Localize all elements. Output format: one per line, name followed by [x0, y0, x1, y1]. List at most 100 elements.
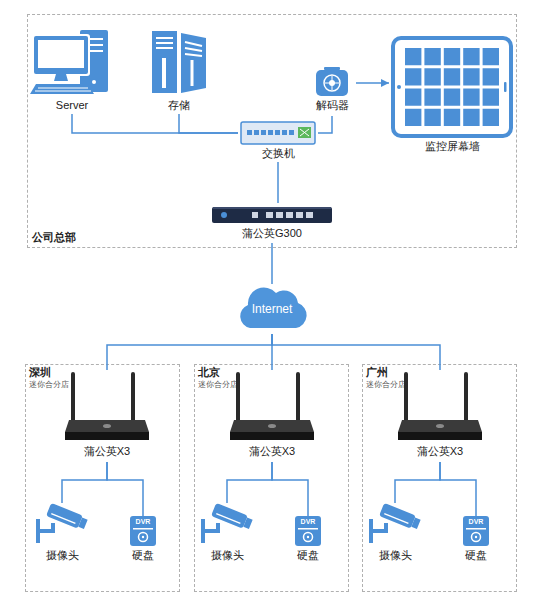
disk-body: [463, 516, 489, 546]
camera-body: [46, 503, 83, 529]
monitor-stand: [54, 74, 68, 81]
router-front: [230, 432, 314, 440]
router-port: [276, 212, 283, 218]
decoder-tab: [324, 67, 340, 70]
network-link: [356, 82, 389, 84]
disk-line: [298, 528, 318, 530]
switch-port: [247, 130, 252, 135]
storage-unit: [181, 33, 206, 93]
camera-arm: [384, 523, 388, 533]
camera-body-group: [211, 503, 253, 531]
router-body: [212, 207, 332, 223]
group-label: 公司总部: [32, 231, 152, 244]
screen-cell: [405, 89, 421, 106]
drive-slot: [156, 47, 173, 49]
network-link: [271, 243, 273, 284]
screen-cell: [483, 68, 499, 85]
network-link: [272, 462, 308, 516]
decoder-ring: [324, 75, 340, 91]
screen-cell: [444, 109, 460, 126]
device-node: DVR 硬盘: [291, 516, 325, 562]
device-node: 蒲公英X3: [230, 370, 314, 462]
device-icon: [367, 503, 423, 547]
group-label: 深圳: [29, 366, 129, 379]
device-label: 蒲公英X3: [398, 445, 482, 458]
device-label: 交换机: [238, 147, 318, 160]
device-node: 摄像头: [367, 503, 423, 563]
camera-arm: [51, 523, 55, 533]
camera-lens: [78, 517, 87, 529]
router-logo: [221, 212, 227, 218]
device-icon: [315, 66, 349, 98]
disk-hub: [307, 536, 309, 538]
device-node: DVR硬盘: [126, 516, 160, 562]
camera-body: [379, 503, 416, 529]
device-label: Server: [30, 99, 114, 112]
device-label: 硬盘: [291, 549, 325, 562]
router-logo: [103, 424, 111, 428]
antenna: [71, 372, 75, 424]
disk-body: [130, 516, 156, 546]
screen-cell: [424, 109, 440, 126]
disk-line: [466, 528, 486, 530]
group-label: 北京: [198, 366, 298, 379]
disk-body: [295, 516, 321, 546]
disk-hub: [475, 536, 477, 538]
camera-lens: [411, 517, 420, 529]
device-icon: [65, 370, 149, 442]
group-box: 北京迷你合分店蒲公英X3摄像头DVR硬盘: [194, 364, 349, 592]
device-icon: [240, 121, 316, 145]
router-top-edge: [213, 207, 331, 209]
screen-cell: [444, 89, 460, 106]
device-label: 摄像头: [34, 549, 90, 562]
router-port: [296, 212, 303, 218]
device-node: 存储: [148, 28, 210, 114]
device-node: Server: [30, 28, 114, 114]
storage-stripe: [191, 60, 194, 86]
antenna: [296, 372, 300, 424]
camera-body-group: [379, 503, 421, 531]
device-label: 蒲公英X3: [65, 445, 149, 458]
power-led: [92, 80, 96, 84]
storage-unit: [152, 31, 177, 93]
screen-cell: [424, 89, 440, 106]
disk-platter: [139, 533, 148, 542]
screen-cell: [405, 68, 421, 85]
network-link: [271, 334, 273, 370]
device-icon: [212, 205, 332, 225]
device-label: DVR: [295, 518, 321, 526]
switch-body: [241, 122, 315, 144]
device-node: 监控屏幕墙: [389, 36, 515, 154]
antenna: [236, 372, 240, 424]
wall-frame: [393, 38, 511, 136]
network-link: [227, 462, 272, 503]
device-label: 硬盘: [126, 549, 160, 562]
device-icon: [391, 36, 513, 138]
screen-cell: [424, 48, 440, 65]
camera-stripe: [216, 514, 240, 524]
device-label: 解码器: [308, 99, 356, 112]
camera-body-group: [46, 503, 88, 531]
group-label: 迷你合分店: [198, 380, 298, 389]
router-port: [266, 212, 273, 218]
switch-indicator: [298, 127, 311, 138]
keyboard-keys: [35, 88, 91, 91]
network-link: [62, 462, 107, 503]
screen-cell: [463, 109, 479, 126]
device-node: 蒲公英X3: [65, 370, 149, 462]
router-port: [306, 212, 313, 218]
device-icon: [148, 28, 210, 96]
group-box: 广州迷你合分店蒲公英X3摄像头DVR硬盘: [362, 364, 517, 592]
router-port: [252, 212, 258, 218]
drive-slot: [156, 42, 173, 44]
screen-cell: [463, 89, 479, 106]
device-node: 摄像头: [34, 503, 90, 563]
device-label: DVR: [463, 518, 489, 526]
device-node: 解码器: [308, 64, 356, 116]
group-label: 迷你合分店: [366, 380, 466, 389]
screen-cell: [483, 109, 499, 126]
device-label: 蒲公英X3: [230, 445, 314, 458]
monitor-gap: [32, 34, 90, 76]
device-label: 蒲公英G300: [210, 227, 334, 240]
